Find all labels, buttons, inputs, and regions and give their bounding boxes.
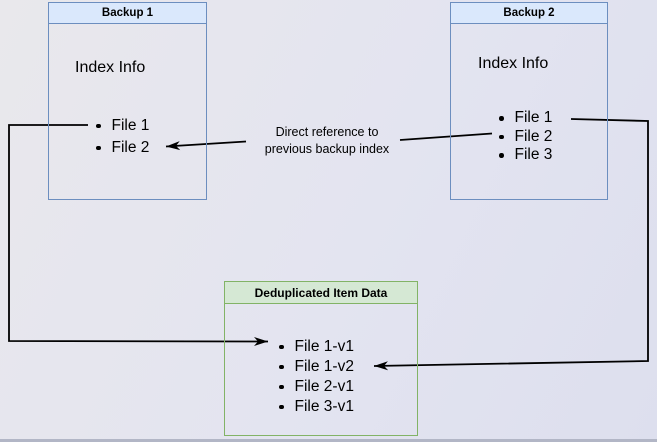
dedup-box: Deduplicated Item Data File 1-v1 File 1-… xyxy=(224,281,418,436)
direct-reference-line2: previous backup index xyxy=(264,141,390,156)
dedup-title: Deduplicated Item Data xyxy=(225,282,417,304)
backup1-title: Backup 1 xyxy=(49,3,206,24)
list-item: File 3 xyxy=(499,146,552,165)
bullet-icon xyxy=(279,404,284,410)
list-item: File 2-v1 xyxy=(279,377,354,397)
bullet-icon xyxy=(499,116,504,121)
direct-reference-line1: Direct reference to xyxy=(275,125,379,139)
list-item: File 3-v1 xyxy=(279,397,354,417)
bullet-icon xyxy=(96,145,101,151)
file-label: File 2 xyxy=(514,127,553,145)
file-label: File 3-v1 xyxy=(294,398,354,415)
backup2-file-list: File 1 File 2 File 3 xyxy=(499,109,552,165)
list-item: File 1 xyxy=(96,115,149,137)
direct-reference-label: Direct reference to previous backup inde… xyxy=(246,124,408,157)
bullet-icon xyxy=(499,134,504,139)
file-label: File 1 xyxy=(514,109,553,127)
file-label: File 1-v1 xyxy=(294,338,354,355)
bullet-icon xyxy=(499,153,504,158)
backup2-box: Backup 2 Index Info File 1 File 2 File 3 xyxy=(450,2,608,200)
bullet-icon xyxy=(96,123,101,129)
backup1-file-list: File 1 File 2 xyxy=(96,115,149,159)
list-item: File 2 xyxy=(96,137,149,159)
bullet-icon xyxy=(279,344,284,350)
bullet-icon xyxy=(279,384,284,390)
backup2-title: Backup 2 xyxy=(451,3,607,24)
file-label: File 1 xyxy=(111,117,150,134)
backup1-index-info-label: Index Info xyxy=(75,59,146,76)
list-item: File 2 xyxy=(499,128,552,147)
file-label: File 2-v1 xyxy=(294,378,354,395)
file-label: File 3 xyxy=(514,146,553,164)
bullet-icon xyxy=(279,364,284,370)
list-item: File 1 xyxy=(499,109,552,128)
window-bottom-edge xyxy=(0,439,657,442)
backup2-index-info-label: Index Info xyxy=(478,55,549,72)
backup1-box: Backup 1 Index Info File 1 File 2 xyxy=(48,2,207,200)
list-item: File 1-v2 xyxy=(279,357,354,377)
file-label: File 2 xyxy=(111,139,150,156)
list-item: File 1-v1 xyxy=(279,337,354,357)
dedup-file-list: File 1-v1 File 1-v2 File 2-v1 File 3-v1 xyxy=(279,337,354,417)
file-label: File 1-v2 xyxy=(294,358,354,375)
